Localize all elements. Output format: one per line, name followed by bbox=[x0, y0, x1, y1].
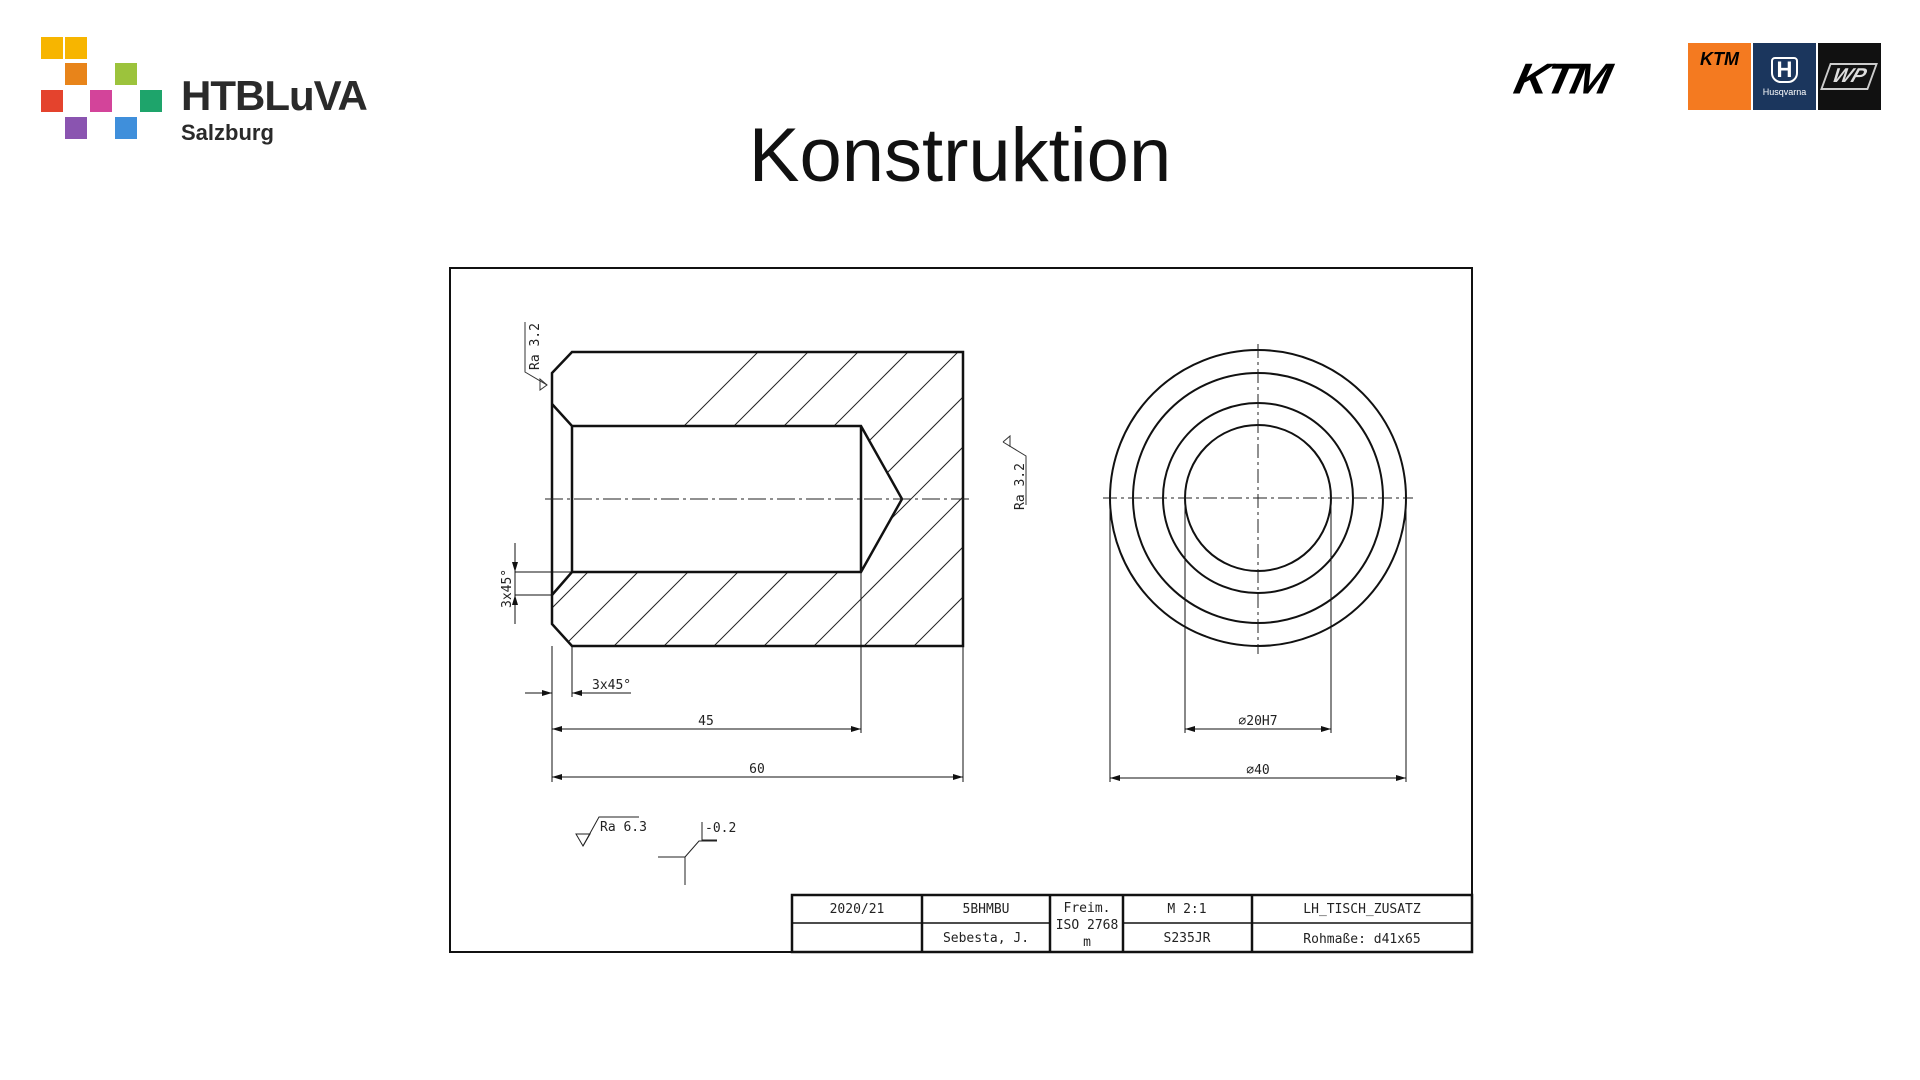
logo-square bbox=[41, 90, 63, 112]
general-roughness-label: Ra 6.3 bbox=[600, 820, 647, 835]
title-block-class: 5BHMBU bbox=[963, 902, 1010, 917]
chamfer-horizontal-label: 3x45° bbox=[592, 678, 631, 693]
husqvarna-shield-icon: H bbox=[1770, 56, 1799, 83]
edge-symbol bbox=[658, 822, 717, 885]
title-block bbox=[790, 893, 1474, 954]
roughness-right-label: Ra 3.2 bbox=[1013, 463, 1028, 510]
roughness-top-label: Ra 3.2 bbox=[528, 323, 543, 370]
ktm-brand-logo: KTM bbox=[1688, 43, 1751, 110]
hatch-line bbox=[599, 352, 921, 646]
title-block-author: Sebesta, J. bbox=[943, 931, 1029, 946]
slide-title: Konstruktion bbox=[748, 113, 1172, 198]
title-block-tolerance-1: Freim. bbox=[1064, 901, 1111, 916]
hatch-line bbox=[552, 352, 821, 646]
hatch-line bbox=[899, 352, 963, 646]
title-block-scale: M 2:1 bbox=[1167, 902, 1206, 917]
hatch-line bbox=[799, 352, 963, 646]
hatch-line bbox=[552, 352, 871, 646]
bore-diameter-label: ⌀20H7 bbox=[1238, 714, 1277, 729]
wp-brand-logo: WP bbox=[1818, 43, 1881, 110]
roughness-symbol-top bbox=[524, 322, 548, 391]
dim-60-label: 60 bbox=[749, 762, 765, 777]
title-block-tolerance-2: ISO 2768 bbox=[1056, 918, 1119, 933]
outer-diameter-label: ⌀40 bbox=[1246, 763, 1269, 778]
hatch-line bbox=[1250, 340, 1570, 660]
chamfer-vertical-label: 3x45° bbox=[500, 569, 515, 608]
title-block-raw-size: Rohmaße: d41x65 bbox=[1303, 932, 1420, 947]
husqvarna-label: Husqvarna bbox=[1762, 86, 1807, 97]
roughness-symbol-right bbox=[1002, 434, 1027, 505]
drawing-frame bbox=[449, 267, 1473, 953]
edge-note-label: -0.2 bbox=[705, 821, 736, 836]
section-hatching bbox=[552, 340, 1570, 660]
logo-square bbox=[90, 90, 112, 112]
school-name: HTBLuVA bbox=[181, 72, 368, 119]
hatch-line bbox=[649, 352, 963, 646]
general-roughness-symbol bbox=[575, 816, 639, 847]
hatch-line bbox=[849, 352, 963, 646]
husqvarna-brand-logo: H Husqvarna bbox=[1753, 43, 1816, 110]
dim-45-label: 45 bbox=[698, 714, 714, 729]
chamfer-dim-vertical bbox=[512, 543, 572, 624]
hatch-line bbox=[1050, 340, 1370, 660]
logo-square bbox=[115, 117, 137, 139]
extension-lines bbox=[551, 572, 964, 782]
title-block-year: 2020/21 bbox=[830, 902, 885, 917]
title-block-tolerance-3: m bbox=[1083, 935, 1091, 950]
front-view-extension-lines bbox=[1109, 500, 1407, 782]
logo-square bbox=[140, 90, 162, 112]
front-view-centerlines bbox=[1103, 344, 1413, 654]
hatch-line bbox=[1100, 340, 1420, 660]
logo-square bbox=[41, 37, 63, 59]
logo-square bbox=[115, 63, 137, 85]
hatch-line bbox=[749, 352, 963, 646]
school-city: Salzburg bbox=[181, 120, 274, 145]
logo-square bbox=[65, 117, 87, 139]
title-block-part-name: LH_TISCH_ZUSATZ bbox=[1303, 902, 1421, 917]
logo-square bbox=[65, 63, 87, 85]
logo-square bbox=[65, 37, 87, 59]
title-block-material: S235JR bbox=[1164, 931, 1211, 946]
hatch-line bbox=[552, 352, 771, 646]
